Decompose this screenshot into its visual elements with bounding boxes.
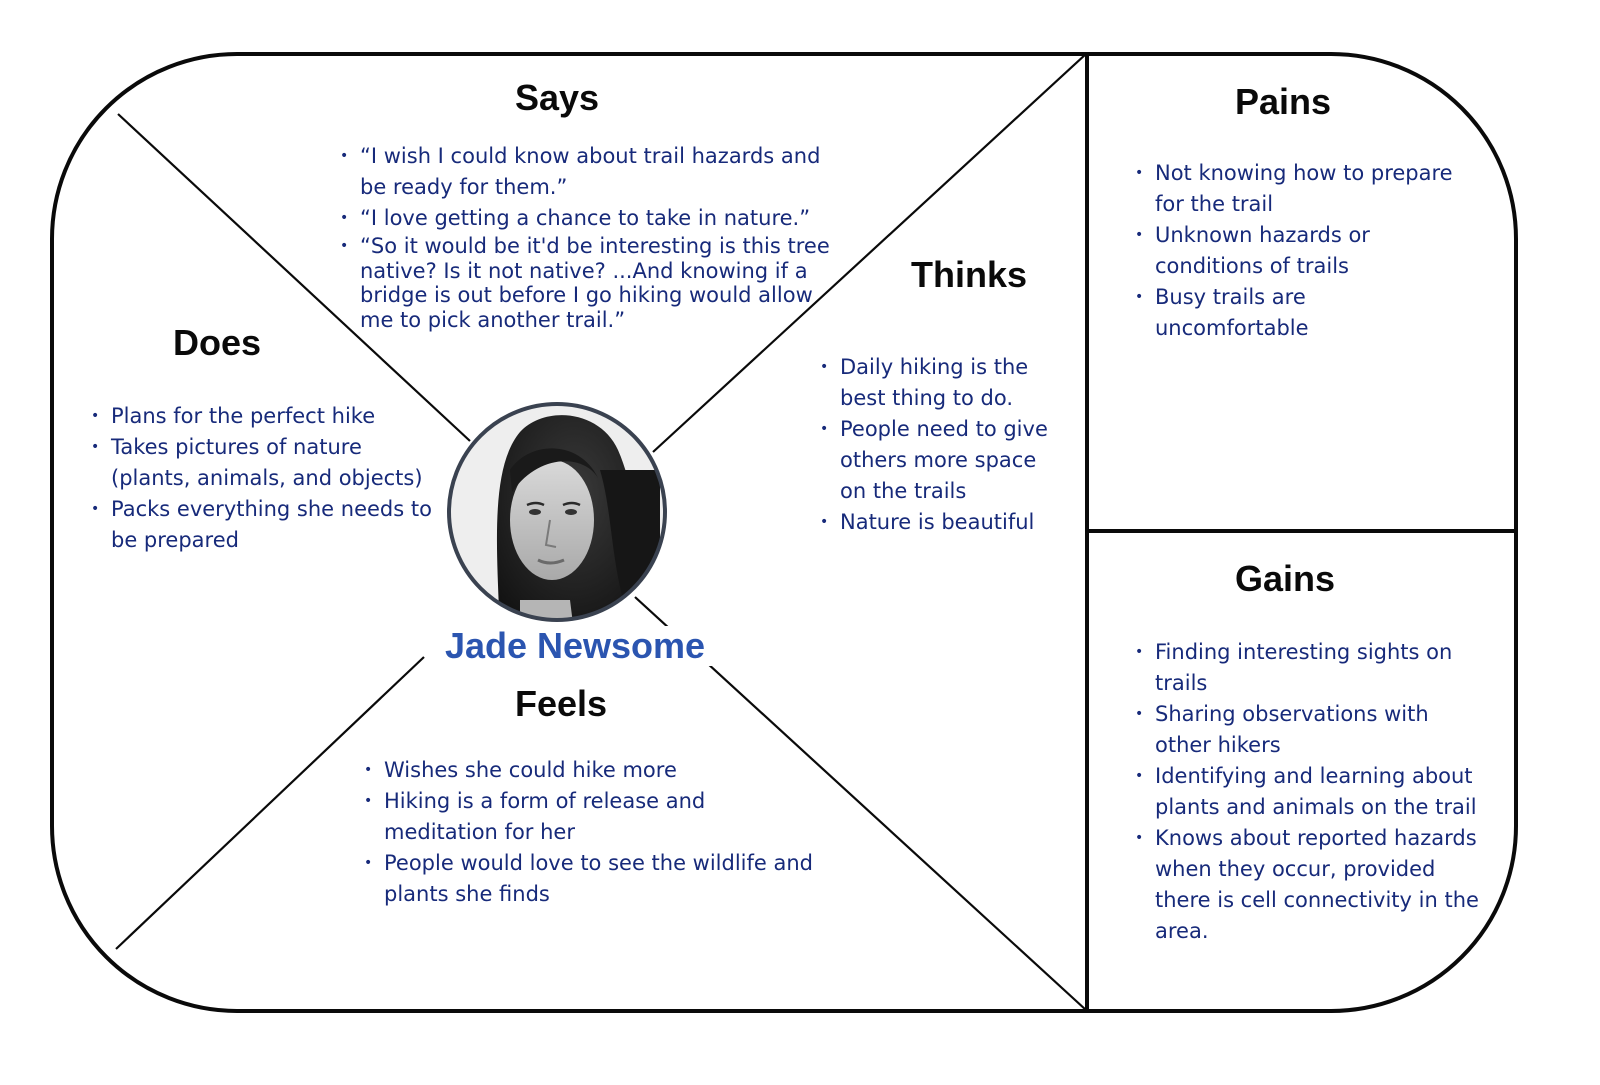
- does-list: Plans for the perfect hike Takes picture…: [91, 401, 436, 556]
- says-list: “I wish I could know about trail hazards…: [340, 141, 845, 332]
- frame-border: [50, 52, 1518, 1013]
- gains-heading: Gains: [1235, 558, 1336, 599]
- gains-list: Finding interesting sights on trails Sha…: [1135, 637, 1480, 947]
- thinks-list: Daily hiking is the best thing to do. Pe…: [820, 352, 1060, 538]
- list-item: Plans for the perfect hike: [91, 401, 436, 432]
- list-item: Wishes she could hike more: [364, 755, 814, 786]
- pains-heading: Pains: [1235, 81, 1332, 122]
- list-item: Not knowing how to prepare for the trail: [1135, 158, 1455, 220]
- persona-name: Jade Newsome: [430, 626, 720, 666]
- person-portrait-icon: [449, 404, 665, 620]
- list-item: Knows about reported hazards when they o…: [1135, 823, 1480, 947]
- list-item: Nature is beautiful: [820, 507, 1060, 538]
- divider-line-says-does: [117, 113, 471, 442]
- does-heading: Does: [173, 322, 262, 363]
- avatar: [447, 402, 667, 622]
- pains-list: Not knowing how to prepare for the trail…: [1135, 158, 1455, 344]
- feels-heading: Feels: [515, 683, 608, 724]
- list-item: Hiking is a form of release and meditati…: [364, 786, 814, 848]
- list-item: Identifying and learning about plants an…: [1135, 761, 1480, 823]
- list-item: Packs everything she needs to be prepare…: [91, 494, 436, 556]
- thinks-heading: Thinks: [911, 254, 1028, 295]
- list-item: Finding interesting sights on trails: [1135, 637, 1480, 699]
- divider-line-does-feels: [115, 656, 425, 950]
- list-item: Unknown hazards or conditions of trails: [1135, 220, 1455, 282]
- divider-line-says-thinks: [652, 54, 1087, 453]
- list-item: Busy trails are uncomfortable: [1135, 282, 1455, 344]
- list-item: “I wish I could know about trail hazards…: [340, 141, 845, 203]
- list-item: “I love getting a chance to take in natu…: [340, 203, 845, 234]
- list-item: People would love to see the wildlife an…: [364, 848, 814, 910]
- list-item: Sharing observations with other hikers: [1135, 699, 1480, 761]
- list-item: People need to give others more space on…: [820, 414, 1060, 507]
- feels-list: Wishes she could hike more Hiking is a f…: [364, 755, 814, 910]
- list-item: Daily hiking is the best thing to do.: [820, 352, 1060, 414]
- list-item: Takes pictures of nature (plants, animal…: [91, 432, 436, 494]
- list-item: “So it would be it'd be interesting is t…: [340, 234, 845, 332]
- says-heading: Says: [515, 77, 600, 118]
